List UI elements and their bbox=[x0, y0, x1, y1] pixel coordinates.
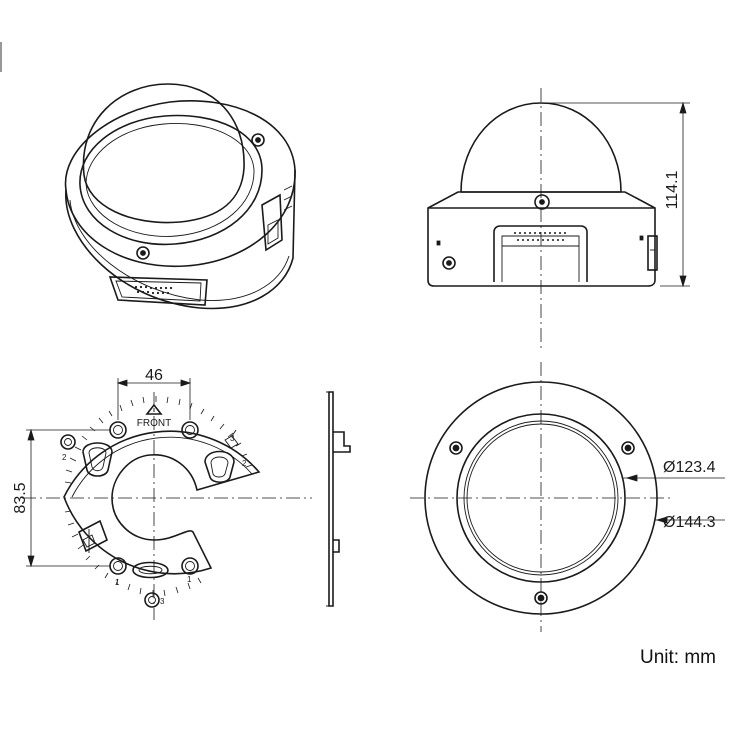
isometric-view bbox=[64, 83, 296, 310]
hole-label-3b: 3 bbox=[160, 597, 165, 606]
unit-label: Unit: mm bbox=[640, 647, 716, 668]
hole-label-1a: 1 bbox=[115, 578, 120, 587]
bottom-ring-view: Ø123.4 Ø144.3 bbox=[410, 362, 725, 632]
hole-label-2a: 2 bbox=[62, 453, 67, 462]
mount-height-label: 83.5 bbox=[12, 482, 29, 513]
hole-spacing-label: 46 bbox=[145, 367, 163, 384]
hole-label-1b: 1 bbox=[187, 575, 192, 584]
outer-diameter-label: Ø144.3 bbox=[663, 514, 716, 531]
perimeter-ticks bbox=[64, 396, 253, 597]
mounting-base-view: FRONT 1 1 2 2 3 3 bbox=[12, 367, 312, 620]
side-view: 114.1 bbox=[427, 88, 690, 352]
height-dimension-label: 114.1 bbox=[664, 170, 681, 209]
hole-label-2b: 2 bbox=[242, 459, 247, 468]
bracket-profile-view bbox=[326, 391, 351, 607]
hole-label-3: 3 bbox=[230, 434, 235, 443]
inner-diameter-label: Ø123.4 bbox=[663, 459, 716, 476]
